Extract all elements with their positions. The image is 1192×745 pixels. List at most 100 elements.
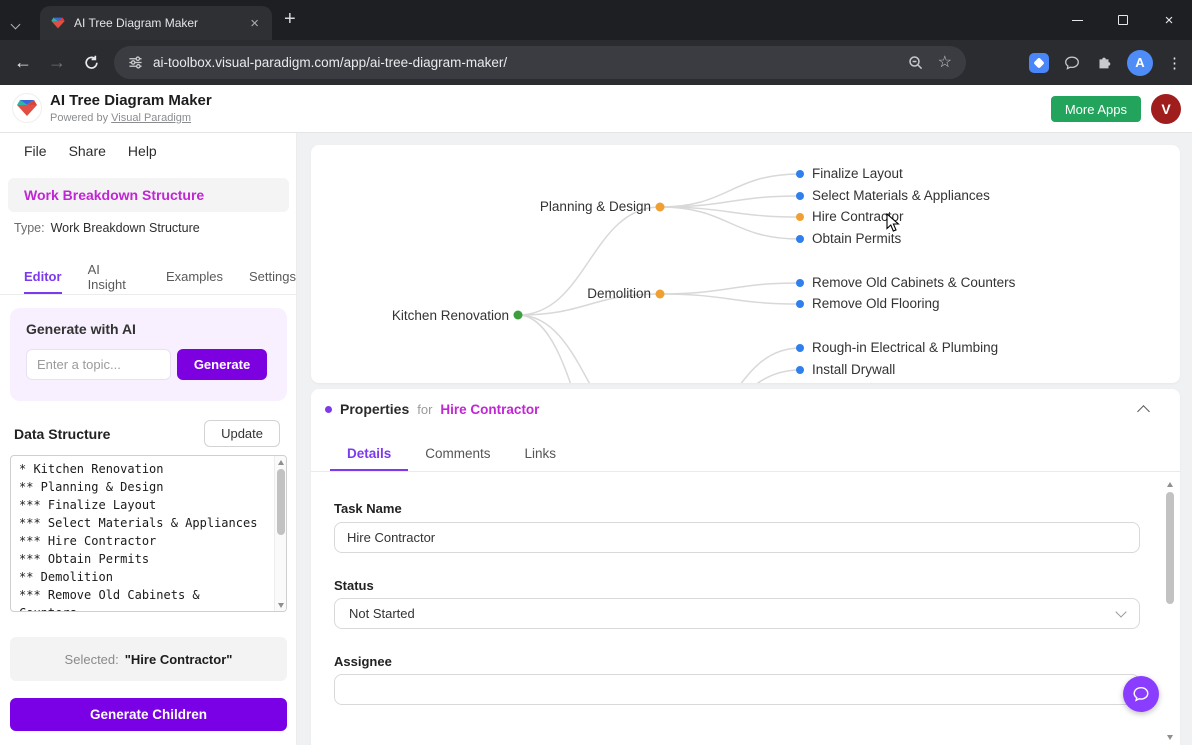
chat-extension-icon[interactable] [1063,54,1081,72]
leaf-node-dot[interactable] [796,300,804,308]
menu-file[interactable]: File [24,143,47,159]
extensions-puzzle-icon[interactable] [1095,54,1113,72]
branch-node-dot[interactable] [655,202,665,212]
back-button[interactable]: ← [14,52,32,72]
user-avatar[interactable]: V [1151,94,1181,124]
leaf-node-dot[interactable] [796,366,804,374]
scroll-up-arrow-icon[interactable] [275,456,286,468]
main-area: Kitchen Renovation Planning & Design Dem… [297,133,1192,745]
task-name-label: Task Name [334,501,402,516]
app-title: AI Tree Diagram Maker [50,92,212,109]
properties-for-label: for [417,401,433,417]
generate-button[interactable]: Generate [177,349,267,380]
generate-children-button[interactable]: Generate Children [10,698,287,731]
zoom-icon[interactable] [908,55,924,71]
document-title[interactable]: Work Breakdown Structure [8,178,289,212]
diagram-links [517,173,801,383]
selected-label: Selected: [64,651,119,667]
node-label-kitchen-renovation[interactable]: Kitchen Renovation [392,308,509,323]
status-value: Not Started [349,606,415,621]
node-label-demolition[interactable]: Demolition [587,286,651,301]
collapse-panel-chevron-icon[interactable] [1137,405,1150,418]
browser-tab[interactable]: AI Tree Diagram Maker × [40,6,272,40]
scrollbar-thumb[interactable] [1166,492,1174,604]
node-label-remove-flooring[interactable]: Remove Old Flooring [812,296,940,311]
reload-button[interactable] [74,46,108,80]
forward-button[interactable]: → [48,52,66,72]
page-content: File Share Help Work Breakdown Structure… [0,133,1192,745]
url-text[interactable]: ai-toolbox.visual-paradigm.com/app/ai-tr… [153,55,508,70]
status-select[interactable]: Not Started [334,598,1140,629]
node-label-rough-in[interactable]: Rough-in Electrical & Plumbing [812,340,998,355]
url-bar[interactable]: ai-toolbox.visual-paradigm.com/app/ai-tr… [114,46,966,79]
pinned-extension-icon[interactable] [1029,52,1049,73]
node-label-select-materials[interactable]: Select Materials & Appliances [812,188,990,203]
more-apps-button[interactable]: More Apps [1050,96,1141,122]
menu-share[interactable]: Share [68,143,106,159]
tab-search-chevron-icon[interactable] [10,15,21,33]
visual-paradigm-link[interactable]: Visual Paradigm [111,112,192,124]
node-label-install-drywall[interactable]: Install Drywall [812,362,895,377]
leaf-node-dot[interactable] [796,235,804,243]
scroll-up-arrow-icon[interactable] [1164,478,1175,490]
diagram-canvas[interactable]: Kitchen Renovation Planning & Design Dem… [311,145,1180,383]
properties-header: Properties for Hire Contractor [325,401,539,417]
window-maximize-button[interactable] [1100,0,1146,40]
type-value: Work Breakdown Structure [50,221,200,235]
properties-scrollbar[interactable] [1164,478,1177,743]
node-label-planning-design[interactable]: Planning & Design [540,199,651,214]
tab-comments[interactable]: Comments [425,445,491,461]
tab-examples[interactable]: Examples [165,269,224,284]
node-label-finalize-layout[interactable]: Finalize Layout [812,166,903,181]
menu-help[interactable]: Help [127,143,157,159]
sidebar-tabs: Editor AI Insight Examples Settings [0,259,296,295]
tab-close-icon[interactable]: × [250,14,259,32]
properties-tabs: Details Comments Links [311,435,1180,472]
scrollbar-thumb[interactable] [277,469,285,535]
node-label-obtain-permits[interactable]: Obtain Permits [812,231,902,246]
textarea-scrollbar[interactable] [274,456,286,611]
tab-title: AI Tree Diagram Maker [74,16,199,30]
leaf-node-dot[interactable] [796,344,804,352]
leaf-node-dot[interactable] [796,192,804,200]
node-label-remove-cabinets[interactable]: Remove Old Cabinets & Counters [812,275,1016,290]
mouse-cursor [886,212,900,238]
branch-node-dot[interactable] [655,289,665,299]
properties-target: Hire Contractor [440,401,540,417]
scroll-down-arrow-icon[interactable] [275,599,286,611]
site-info-icon[interactable] [128,55,143,70]
assignee-label: Assignee [334,654,392,669]
leaf-node-dot[interactable] [796,279,804,287]
chat-fab-button[interactable] [1123,676,1159,712]
browser-menu-kebab-icon[interactable]: ⋮ [1167,54,1182,72]
tab-editor[interactable]: Editor [24,259,62,294]
window-minimize-button[interactable] [1054,0,1100,40]
data-structure-textarea[interactable]: * Kitchen Renovation ** Planning & Desig… [10,455,287,612]
new-tab-button[interactable]: + [284,8,296,30]
bookmark-star-icon[interactable]: ☆ [937,53,952,71]
tree-diagram: Kitchen Renovation Planning & Design Dem… [392,166,1016,383]
properties-title: Properties [340,401,410,417]
root-node-dot[interactable] [513,310,523,320]
update-button[interactable]: Update [204,420,280,447]
status-label: Status [334,578,374,593]
node-label-hire-contractor[interactable]: Hire Contractor [812,209,904,224]
browser-profile-avatar[interactable]: A [1127,49,1153,76]
topic-input[interactable] [26,349,171,380]
window-close-button[interactable]: × [1164,11,1174,29]
task-name-input[interactable] [334,522,1140,553]
generate-panel-title: Generate with AI [26,321,136,337]
data-structure-header: Data Structure Update [14,420,280,447]
tab-details[interactable]: Details [330,435,408,471]
tab-ai-insight[interactable]: AI Insight [87,261,126,292]
tab-links[interactable]: Links [524,445,557,461]
selected-node-dot[interactable] [796,213,804,221]
tab-favicon [51,17,65,29]
visual-paradigm-logo [12,93,42,123]
assignee-input[interactable] [334,674,1140,705]
data-structure-content[interactable]: * Kitchen Renovation ** Planning & Desig… [19,462,258,611]
leaf-node-dot[interactable] [796,170,804,178]
selected-node-box: Selected: "Hire Contractor" [10,637,287,681]
scroll-down-arrow-icon[interactable] [1164,731,1175,743]
tab-settings[interactable]: Settings [249,269,296,284]
